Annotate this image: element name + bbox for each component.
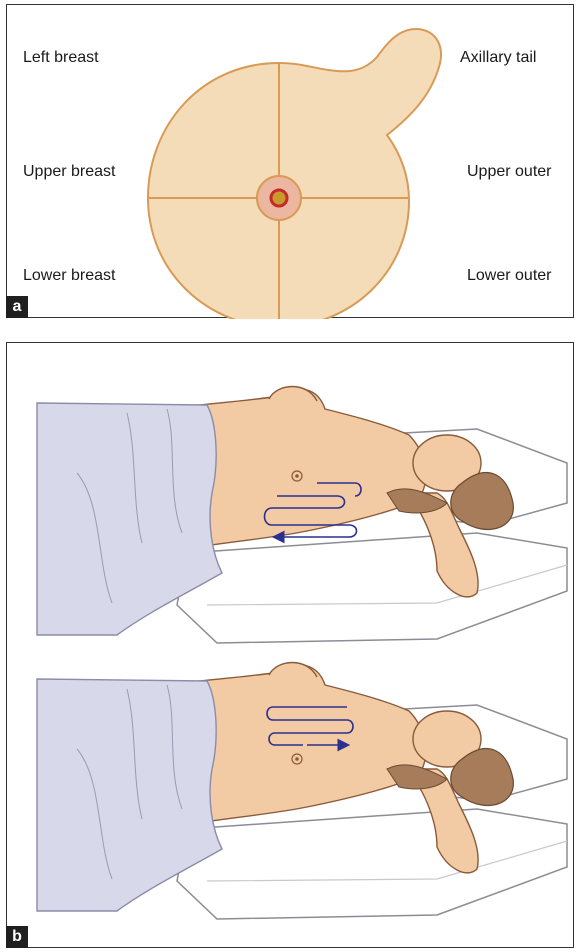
label-lower-breast: Lower breast — [23, 267, 116, 285]
breast-outline — [148, 29, 441, 319]
patient-illustration-upper — [37, 387, 567, 644]
mattress-lower — [177, 809, 567, 919]
breast-quadrant-panel: Left breast Upper breast Lower breast Ax… — [6, 4, 574, 318]
label-left-breast: Left breast — [23, 49, 99, 67]
label-upper-outer: Upper outer — [467, 163, 552, 181]
nipple — [271, 190, 287, 206]
mattress — [177, 533, 567, 643]
patient-illustration-lower — [37, 663, 567, 920]
breast-exam-illustration-panel: b — [6, 342, 574, 948]
breast-exam-illustrations — [7, 343, 575, 949]
panel-letter-b: b — [6, 926, 28, 948]
label-lower-outer: Lower outer — [467, 267, 552, 285]
label-axillary-tail: Axillary tail — [460, 49, 536, 67]
panel-letter-a: a — [6, 296, 28, 318]
label-upper-breast: Upper breast — [23, 163, 116, 181]
